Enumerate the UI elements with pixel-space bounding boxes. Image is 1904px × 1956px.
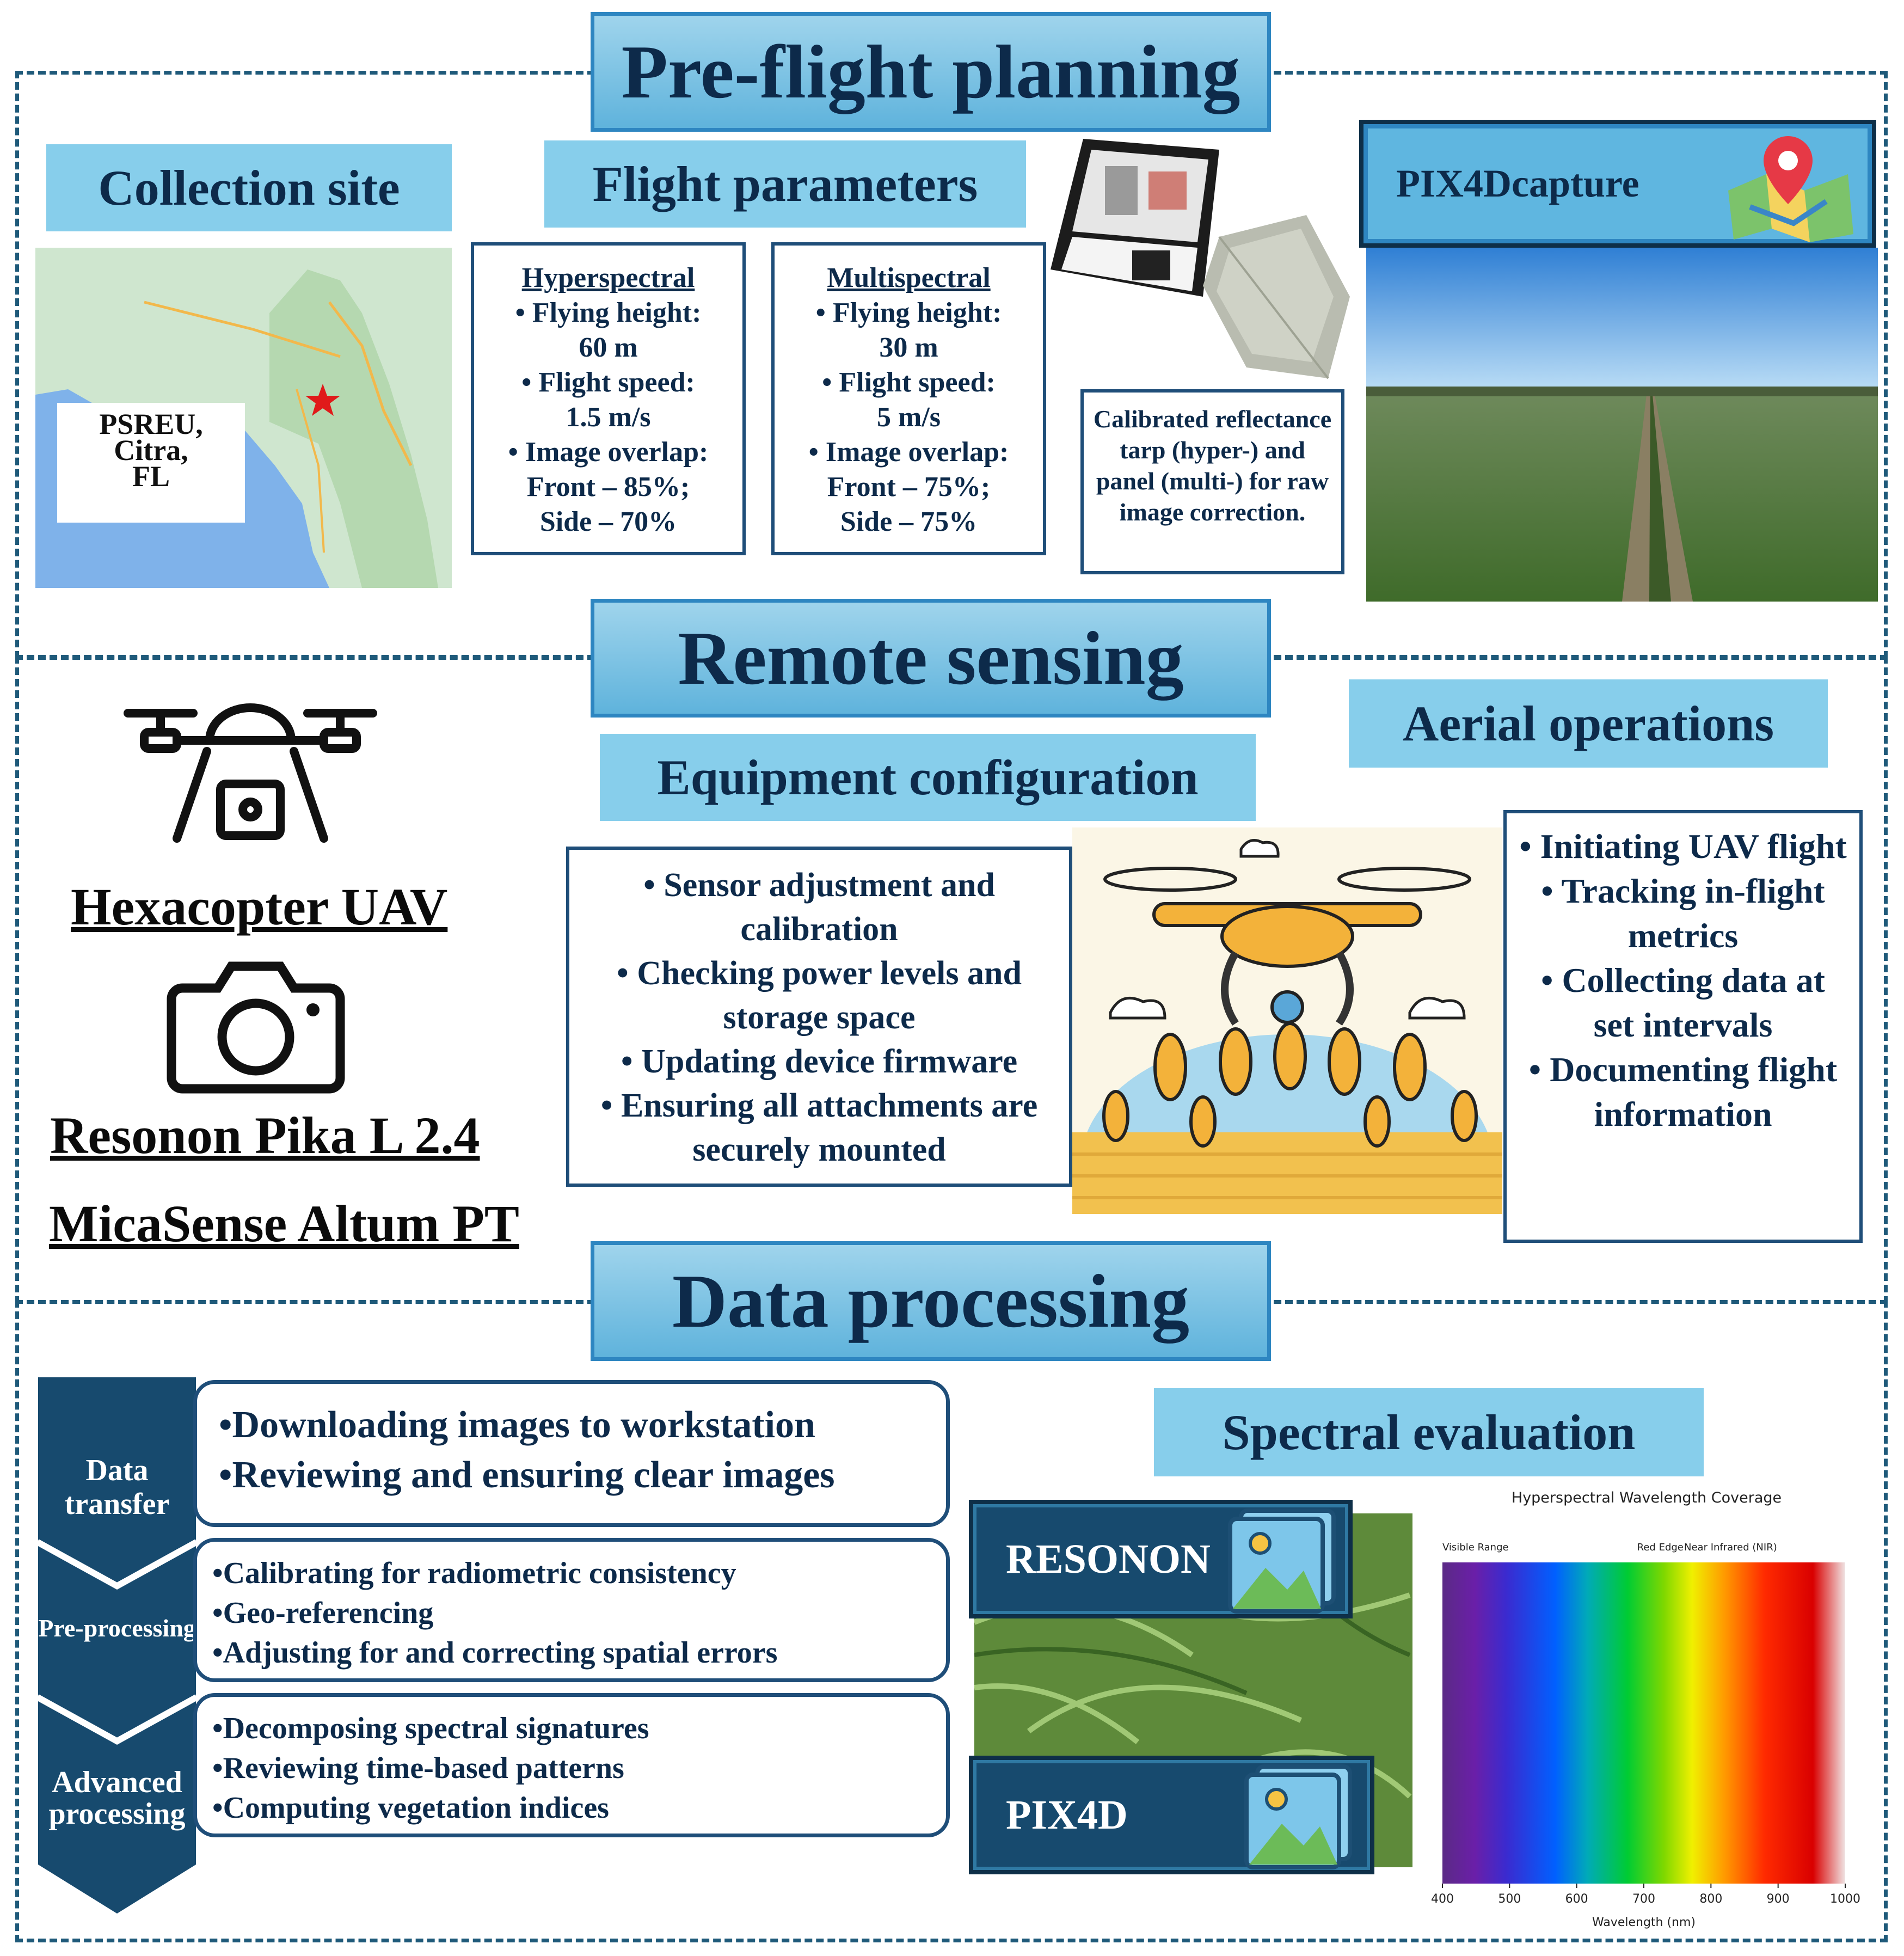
- tarp-caption: Calibrated reflectance tarp (hyper-) and…: [1093, 405, 1332, 526]
- equipment-config-title: Equipment configuration: [600, 734, 1256, 821]
- preproc-item-1: Calibrating for radiometric consistency: [212, 1554, 931, 1593]
- camera-icon: [167, 961, 345, 1094]
- pipeline-chevrons: [38, 1377, 197, 1914]
- pix4d-banner-label: PIX4D: [1006, 1792, 1128, 1838]
- preprocessing-box: Calibrating for radiometric consistency …: [193, 1538, 950, 1682]
- site-label: PSREU, Citra, FL: [99, 408, 203, 493]
- multi-speed-label: Flight speed:: [785, 365, 1032, 400]
- equip-item-2: Checking power levels and storage space: [580, 952, 1058, 1040]
- pix4dcapture-label: PIX4Dcapture: [1396, 162, 1639, 205]
- hexacopter-label: Hexacopter UAV: [71, 878, 448, 936]
- equip-item-1: Sensor adjustment and calibration: [580, 863, 1058, 952]
- advanced-item-3: Computing vegetation indices: [212, 1788, 931, 1828]
- site-map: PSREU, Citra, FL: [35, 248, 452, 588]
- equip-item-4: Ensuring all attachments are securely mo…: [580, 1084, 1058, 1172]
- advanced-item-2: Reviewing time-based patterns: [212, 1749, 931, 1788]
- wheat-field-photo: [1366, 248, 1878, 602]
- micasense-label: MicaSense Altum PT: [49, 1194, 519, 1253]
- transfer-item-1: Downloading images to workstation: [219, 1400, 924, 1450]
- aerial-item-4: Documenting flight information: [1518, 1047, 1848, 1137]
- aerial-item-1: Initiating UAV flight: [1518, 824, 1848, 869]
- advanced-processing-box: Decomposing spectral signatures Reviewin…: [193, 1693, 950, 1837]
- multi-overlap-side: Side – 75%: [840, 506, 978, 537]
- pipeline-label-advanced: Advanced processing: [48, 1765, 186, 1831]
- chart-xlabel: Wavelength (nm): [1592, 1916, 1696, 1929]
- transfer-item-2: Reviewing and ensuring clear images: [219, 1450, 924, 1500]
- flight-params-title: Flight parameters: [544, 140, 1026, 228]
- aerial-operations-box: Initiating UAV flight Tracking in-flight…: [1503, 810, 1863, 1243]
- hyper-overlap-label: Image overlap:: [485, 435, 732, 470]
- hyper-height-value: 60 m: [579, 332, 638, 363]
- multi-height-label: Flying height:: [785, 296, 1032, 330]
- processing-header: Data processing: [591, 1241, 1271, 1361]
- hyperspectral-box: Hyperspectral Flying height: 60 m Flight…: [471, 242, 746, 555]
- reflectance-tarp-image: [1203, 215, 1350, 379]
- pipeline-label-transfer: Data transfer: [64, 1454, 170, 1521]
- map-pin-icon: [1728, 136, 1853, 242]
- multi-overlap-front: Front – 75%;: [827, 471, 991, 502]
- hyper-overlap-front: Front – 85%;: [526, 471, 690, 502]
- advanced-item-1: Decomposing spectral signatures: [212, 1709, 931, 1749]
- aerial-operations-title: Aerial operations: [1349, 679, 1828, 768]
- drone-wheat-illustration: [1072, 827, 1502, 1214]
- resonon-label: Resonon Pika L 2.4: [50, 1106, 480, 1164]
- aerial-item-3: Collecting data at set intervals: [1518, 958, 1848, 1047]
- tarp-caption-box: Calibrated reflectance tarp (hyper-) and…: [1080, 389, 1344, 574]
- preflight-header: Pre-flight planning: [591, 12, 1271, 132]
- hyper-speed-value: 1.5 m/s: [566, 402, 651, 433]
- aerial-item-2: Tracking in-flight metrics: [1518, 869, 1848, 958]
- multi-speed-value: 5 m/s: [877, 402, 941, 433]
- x-tick-label: 800: [1699, 1892, 1722, 1906]
- multispectral-title: Multispectral: [827, 262, 991, 293]
- hyper-speed-label: Flight speed:: [485, 365, 732, 400]
- hyperspectral-title: Hyperspectral: [521, 262, 695, 293]
- x-tick-label: 900: [1767, 1892, 1790, 1906]
- x-tick-label: 500: [1498, 1892, 1521, 1906]
- calibration-panel-image: [1051, 139, 1219, 297]
- site-star-icon: [305, 384, 340, 416]
- data-transfer-box: Downloading images to workstation Review…: [193, 1380, 950, 1527]
- hyper-height-label: Flying height:: [485, 296, 732, 330]
- x-tick-label: 400: [1431, 1892, 1454, 1906]
- preproc-item-2: Geo-referencing: [212, 1593, 931, 1633]
- site-label-box: [57, 403, 245, 523]
- equipment-config-box: Sensor adjustment and calibration Checki…: [566, 847, 1072, 1187]
- hexacopter-icon: [124, 703, 377, 843]
- multi-height-value: 30 m: [879, 332, 938, 363]
- preproc-item-3: Adjusting for and correcting spatial err…: [212, 1633, 931, 1673]
- chart-annotation: Visible Range: [1442, 1542, 1509, 1553]
- spectrum-band: [1442, 1562, 1845, 1884]
- remote-header: Remote sensing: [591, 599, 1271, 718]
- image-icon-pix4d: [1244, 1764, 1352, 1869]
- chart-annotation: Red Edge: [1637, 1542, 1684, 1553]
- x-tick-label: 600: [1565, 1892, 1588, 1906]
- x-tick-label: 1000: [1830, 1892, 1860, 1906]
- chart-title: Hyperspectral Wavelength Coverage: [1512, 1489, 1782, 1506]
- pipeline-label-preprocessing: Pre-processing: [38, 1614, 196, 1642]
- image-icon-resonon: [1228, 1509, 1336, 1614]
- multi-overlap-label: Image overlap:: [785, 435, 1032, 470]
- spectral-evaluation-title: Spectral evaluation: [1154, 1388, 1704, 1476]
- chart-annotation: Near Infrared (NIR): [1684, 1542, 1777, 1553]
- collection-site-title: Collection site: [46, 144, 452, 231]
- equip-item-3: Updating device firmware: [580, 1040, 1058, 1084]
- multispectral-box: Multispectral Flying height: 30 m Flight…: [771, 242, 1046, 555]
- hyper-overlap-side: Side – 70%: [539, 506, 677, 537]
- resonon-banner-label: RESONON: [1006, 1536, 1211, 1582]
- spectrum-chart: Hyperspectral Wavelength Coverage Visibl…: [1431, 1489, 1860, 1929]
- x-tick-label: 700: [1632, 1892, 1655, 1906]
